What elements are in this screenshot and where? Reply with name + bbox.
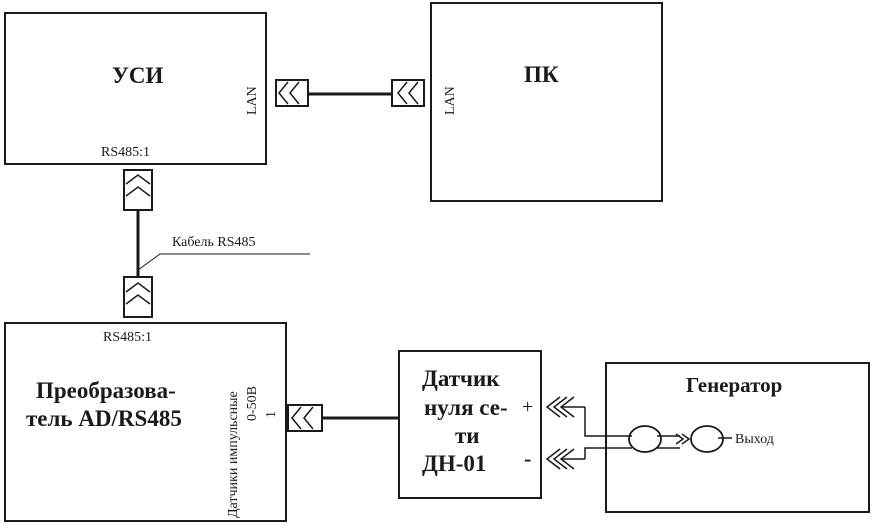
sensor-minus-label: - (524, 446, 531, 471)
sensor-title-line4: ДН-01 (422, 451, 486, 476)
converter-rs485-label: RS485:1 (103, 330, 152, 345)
generator-output-socket-left (628, 425, 662, 453)
converter-title-line1: Преобразова- (36, 378, 176, 403)
sensor-minus-input (545, 448, 585, 470)
converter-input-label-line2: 0-50В (245, 386, 260, 421)
generator-block (605, 362, 870, 513)
usi-rs485-connector (123, 169, 153, 211)
sensor-plus-input (545, 396, 585, 418)
pc-lan-label: LAN (443, 86, 458, 115)
pc-lan-connector (391, 79, 425, 107)
usi-block (4, 12, 267, 165)
cable-label: Кабель RS485 (172, 235, 256, 250)
generator-title: Генератор (686, 373, 782, 397)
usi-lan-label: LAN (245, 86, 260, 115)
cable-label-leader (137, 253, 310, 271)
generator-output-label: Выход (735, 432, 774, 447)
generator-output-socket-right (690, 425, 724, 453)
converter-input-number: 1 (264, 411, 279, 418)
usi-title: УСИ (112, 63, 163, 88)
sensor-title-line2: нуля се- (424, 395, 508, 420)
sensor-title-line1: Датчик (422, 366, 500, 391)
pc-title: ПК (524, 62, 559, 87)
converter-title-line2: тель AD/RS485 (26, 406, 182, 431)
sensor-plus-label: + (522, 396, 533, 418)
sensor-title-line3: ти (455, 423, 480, 448)
generator-output-wiring (584, 407, 680, 459)
pc-block (430, 2, 663, 202)
converter-input-label-line1: Датчики импульсные (226, 391, 241, 518)
converter-rs485-connector (123, 276, 153, 318)
converter-block (4, 322, 287, 522)
usi-lan-connector (275, 79, 309, 107)
converter-input-connector (287, 404, 323, 432)
sensor-block (398, 350, 542, 499)
generator-output-arrows (675, 433, 691, 445)
usi-rs485-label: RS485:1 (101, 145, 150, 160)
